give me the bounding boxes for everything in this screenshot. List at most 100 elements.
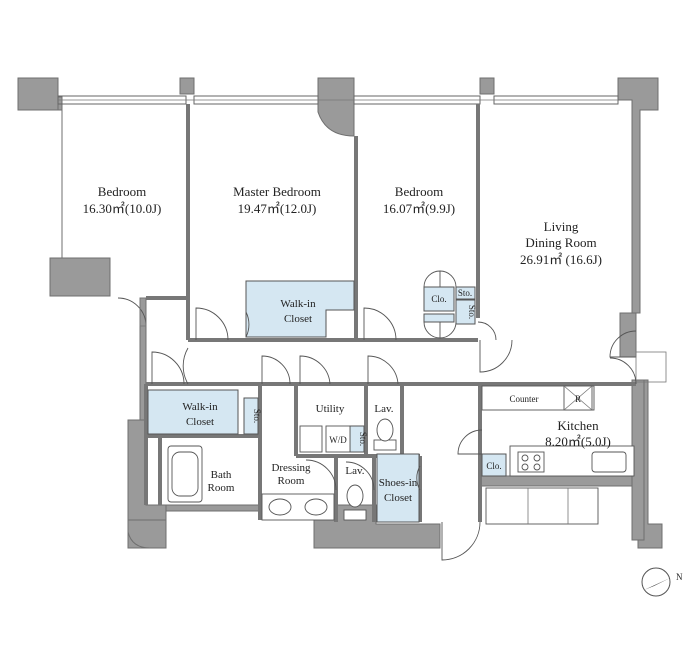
dressing-label-1: Dressing	[271, 462, 311, 474]
burner-1	[521, 454, 529, 462]
bedroom1-name: Bedroom	[98, 184, 146, 199]
door-hall-2	[182, 347, 189, 385]
master-name: Master Bedroom	[233, 184, 321, 199]
balcony-door-frame	[635, 351, 667, 383]
sto-bedroom-side	[455, 299, 476, 325]
column-small-2	[479, 77, 495, 95]
bath-label-1: Bath	[211, 469, 232, 481]
lav2-label: Lav.	[345, 465, 364, 477]
walkin-hall-l1: Walk-in	[182, 401, 218, 413]
fridge-label: R	[575, 394, 581, 404]
doors	[117, 270, 667, 561]
sto-bedroom-strip	[423, 313, 455, 323]
sto-bed-top-label: Sto.	[458, 288, 472, 298]
living-name-2: Dining Room	[525, 235, 596, 250]
sto-utility-label: Sto.	[358, 432, 368, 446]
sto-bedroom-top	[455, 286, 476, 300]
door-lav	[367, 355, 399, 385]
walkin-master-l2: Closet	[284, 313, 312, 325]
shoes-l2: Closet	[384, 492, 412, 504]
toilet-2	[346, 484, 364, 508]
sto-hall	[243, 397, 259, 435]
bedroom1-area: 16.30㎡(10.0J)	[83, 201, 162, 216]
clo-kitchen	[481, 453, 507, 477]
bedroom2-area: 16.07㎡(9.9J)	[383, 201, 455, 216]
toilet-1-tank	[373, 439, 397, 451]
service-labels: Utility Lav. Lav. W/D Bath Room Dressing…	[208, 394, 581, 494]
burner-4	[533, 463, 541, 471]
right-bottom-base	[479, 475, 641, 487]
closets	[147, 280, 507, 523]
toilet-2-tank	[343, 509, 367, 521]
left-stub	[49, 257, 111, 297]
clo-bed-label: Clo.	[431, 294, 446, 304]
compass-ring	[641, 567, 671, 597]
living-name-1: Living	[544, 219, 579, 234]
bath-label-2: Room	[208, 482, 235, 494]
burner-3	[521, 463, 529, 471]
walkin-hall-l2: Closet	[186, 416, 214, 428]
corner-bottom-left	[127, 519, 167, 549]
interior-walls	[144, 104, 636, 522]
door-closet-master	[245, 311, 250, 338]
living-area: 26.91㎡ (16.6J)	[520, 252, 602, 267]
door-shoes	[416, 465, 421, 491]
door-bedroom1-leaf	[139, 297, 147, 327]
dressing-label-2: Room	[278, 475, 305, 487]
washer-dryer-box	[325, 425, 351, 453]
column-right-top	[617, 77, 659, 314]
clo-kitchen-label: Clo.	[486, 461, 501, 471]
burner-2	[533, 454, 541, 462]
windows-top	[57, 95, 619, 105]
walkin-closet-hall	[147, 389, 239, 435]
stove	[517, 451, 545, 473]
cabinet-row	[485, 487, 599, 525]
room-labels: Bedroom 16.30㎡(10.0J) Master Bedroom 19.…	[83, 184, 611, 449]
sto-bed-side-label: Sto.	[467, 305, 477, 319]
utility-label: Utility	[316, 403, 345, 415]
door-dressing	[305, 459, 337, 491]
compass-needle-icon	[644, 578, 670, 590]
column-small-1	[179, 77, 195, 95]
door-entrance	[441, 521, 481, 561]
fixtures	[167, 385, 635, 525]
compass: N	[641, 567, 683, 597]
door-clo-bed-4	[439, 321, 457, 339]
column-left-block	[17, 77, 59, 111]
door-kitchen-clo	[457, 429, 483, 455]
column-mid-1	[317, 77, 355, 137]
clo-bedroom	[423, 286, 455, 312]
fridge-diag-2	[563, 385, 593, 411]
door-master	[195, 307, 229, 341]
utility-sink	[299, 425, 323, 453]
kitchen-area: 8.20㎡(5.0J)	[545, 434, 611, 449]
door-bath	[261, 355, 291, 385]
door-clo-bed-3	[423, 321, 441, 339]
sink-2	[304, 498, 328, 516]
compass-north-label: N	[676, 572, 683, 582]
door-living	[479, 339, 513, 373]
door-utility	[299, 355, 331, 385]
door-living-2	[477, 321, 497, 341]
shoes-l1: Shoes-in	[379, 477, 418, 489]
walkin-master-l1: Walk-in	[280, 298, 316, 310]
wd-label: W/D	[329, 435, 347, 445]
lav1-label: Lav.	[374, 403, 393, 415]
toilet-1	[376, 418, 394, 442]
door-balcony-2	[609, 357, 637, 385]
closet-labels: Walk-in Closet Walk-in Closet Shoes-in C…	[182, 288, 501, 504]
door-lav2	[345, 461, 375, 491]
exterior-walls	[17, 77, 663, 549]
sto-hall-label: Sto.	[252, 409, 262, 423]
sink-1	[268, 498, 292, 516]
kitchen-name: Kitchen	[557, 418, 599, 433]
kitchen-sink	[591, 451, 627, 473]
bathtub-inner	[171, 451, 199, 497]
counter-label: Counter	[510, 394, 539, 404]
master-area: 19.47㎡(12.0J)	[238, 201, 317, 216]
door-bedroom2	[363, 307, 397, 341]
bedroom2-name: Bedroom	[395, 184, 443, 199]
door-clo-bed-1	[423, 270, 441, 288]
door-hall-1	[151, 351, 185, 385]
